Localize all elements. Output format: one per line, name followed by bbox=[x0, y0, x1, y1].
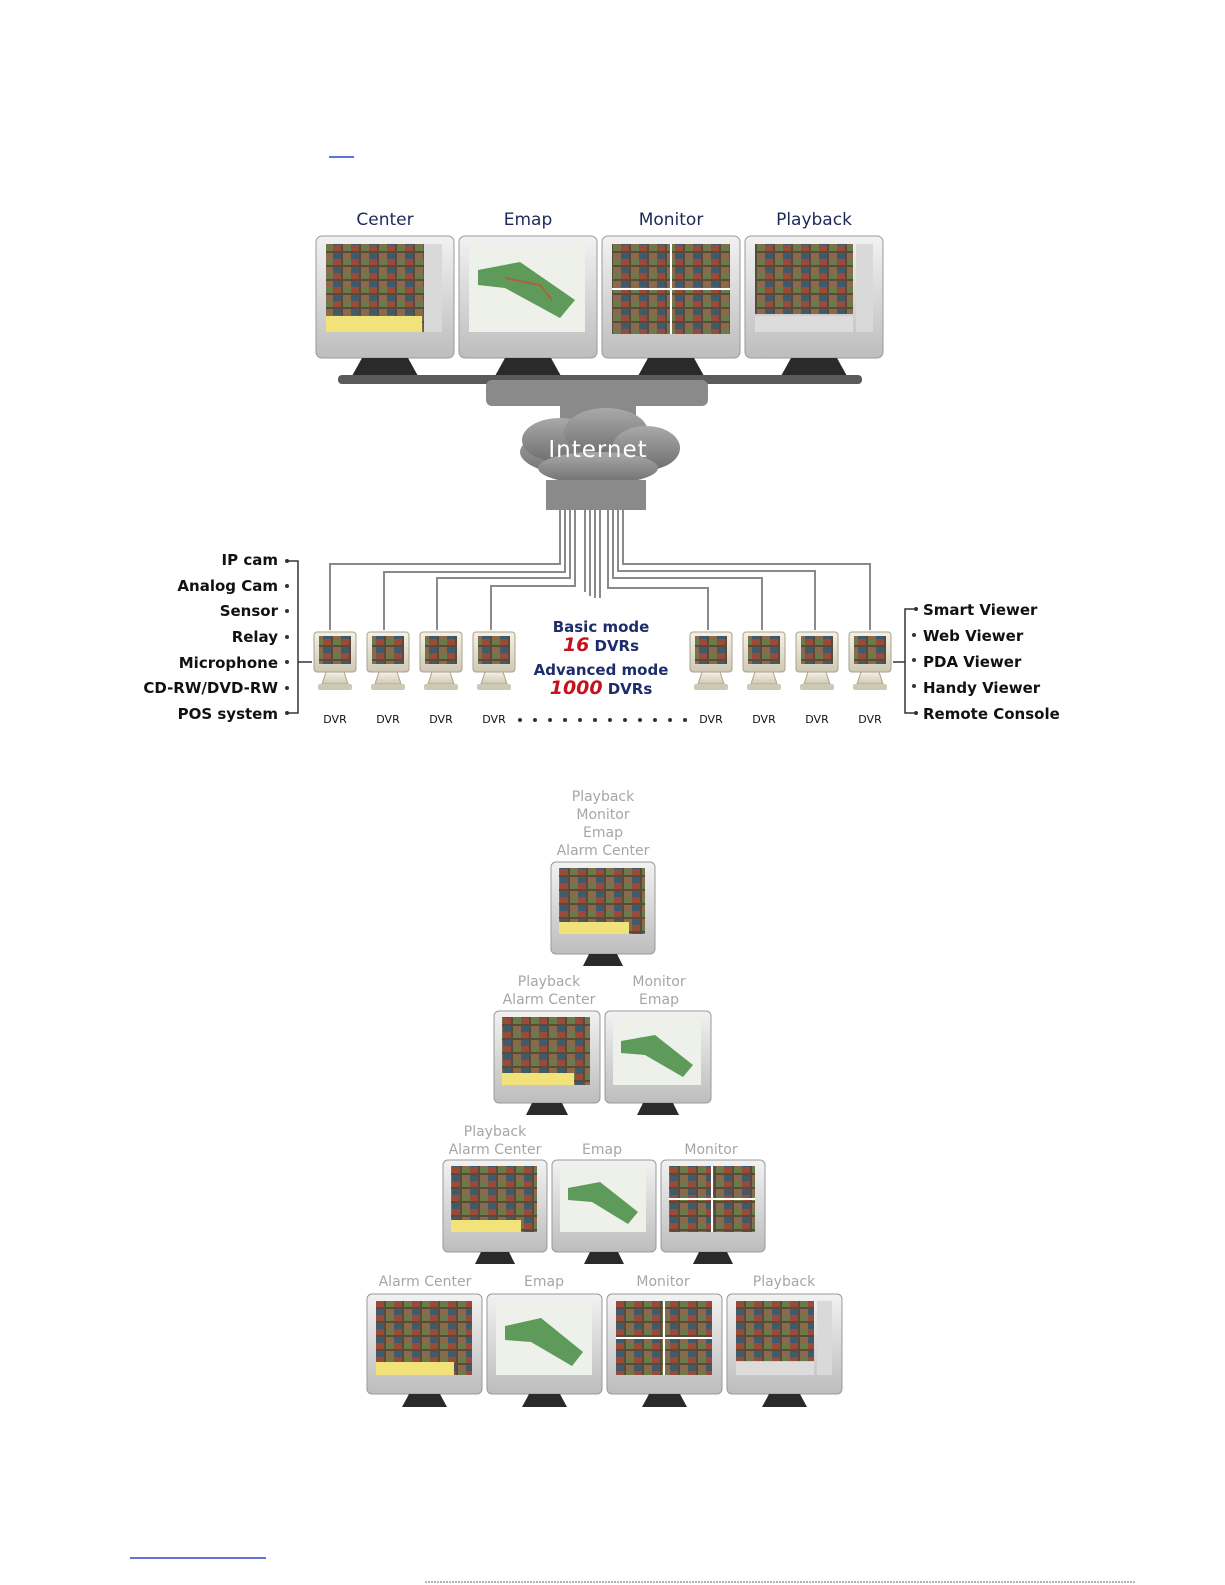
dvr-label: DVR bbox=[858, 713, 882, 726]
dvr-label: DVR bbox=[429, 713, 453, 726]
input-analog-cam: Analog Cam bbox=[177, 577, 278, 595]
monitor-emap bbox=[458, 235, 598, 376]
viewer-remote-console: Remote Console bbox=[923, 705, 1060, 723]
title-center: Center bbox=[356, 210, 414, 230]
input-pos-system: POS system bbox=[177, 705, 278, 723]
viewer-web: Web Viewer bbox=[923, 627, 1024, 645]
input-ip-cam: IP cam bbox=[221, 551, 278, 569]
viewer-pda: PDA Viewer bbox=[923, 653, 1022, 671]
monitor-center bbox=[315, 235, 455, 376]
network-lines bbox=[329, 480, 871, 630]
pyramid-r4-label-a: Alarm Center bbox=[378, 1274, 472, 1290]
dvr-label: DVR bbox=[699, 713, 723, 726]
dvr-label: DVR bbox=[376, 713, 400, 726]
input-cd-dvd: CD-RW/DVD-RW bbox=[143, 679, 278, 697]
input-relay: Relay bbox=[231, 628, 278, 646]
advanced-mode-label: Advanced mode bbox=[533, 661, 669, 679]
dvr-monitors bbox=[313, 631, 892, 690]
internet-label: Internet bbox=[548, 437, 648, 463]
basic-mode-label: Basic mode bbox=[552, 618, 650, 636]
right-dots bbox=[912, 607, 918, 715]
input-microphone: Microphone bbox=[178, 654, 278, 672]
pyramid-r4-label-d: Playback bbox=[752, 1274, 816, 1290]
pyramid-r3-label-b: Emap bbox=[582, 1142, 622, 1158]
dvr-ellipsis bbox=[518, 718, 687, 722]
title-playback: Playback bbox=[776, 210, 852, 230]
pyramid-r4-label-b: Emap bbox=[524, 1274, 564, 1290]
advanced-mode-count: 1000 DVRs bbox=[549, 677, 653, 699]
left-bracket bbox=[286, 560, 312, 714]
shelf-connector bbox=[486, 380, 708, 406]
dvr-label: DVR bbox=[323, 713, 347, 726]
left-dots bbox=[285, 559, 289, 715]
pyramid-monitors bbox=[366, 861, 843, 1407]
monitor-playback bbox=[744, 235, 884, 376]
dvr-label: DVR bbox=[482, 713, 506, 726]
monitor-monitor bbox=[601, 235, 741, 376]
pyramid-r4-label-c: Monitor bbox=[636, 1274, 690, 1290]
internet-cloud bbox=[520, 408, 680, 484]
viewer-smart: Smart Viewer bbox=[923, 601, 1038, 619]
title-monitor: Monitor bbox=[638, 210, 704, 230]
right-bracket bbox=[893, 608, 917, 714]
basic-mode-count: 16 DVRs bbox=[562, 634, 640, 656]
dvr-label: DVR bbox=[805, 713, 829, 726]
dvr-label: DVR bbox=[752, 713, 776, 726]
monitor-shelf bbox=[338, 375, 862, 384]
title-emap: Emap bbox=[503, 210, 553, 230]
input-sensor: Sensor bbox=[219, 602, 278, 620]
pyramid-r3-label-c: Monitor bbox=[684, 1142, 738, 1158]
viewer-handy: Handy Viewer bbox=[923, 679, 1041, 697]
